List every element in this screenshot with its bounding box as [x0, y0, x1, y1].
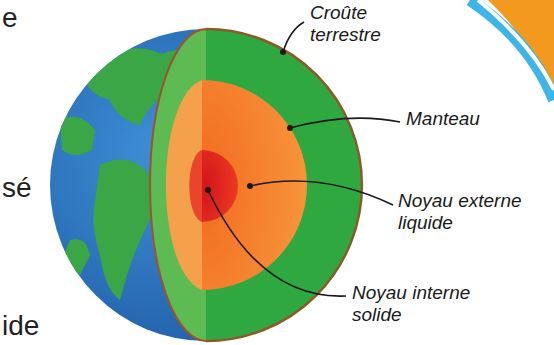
text-fragment: ide — [2, 310, 39, 342]
leader-dot — [280, 49, 286, 55]
inner-core-side — [189, 150, 202, 222]
corner-band-edge — [478, 0, 554, 90]
leader-lines — [208, 22, 400, 296]
part-label: Manteau — [406, 108, 546, 130]
leader-dots — [205, 49, 293, 193]
section-side — [150, 29, 206, 341]
leader-dot — [205, 187, 211, 193]
leader-line — [283, 22, 304, 52]
leader-line — [208, 190, 346, 296]
leader-line — [250, 181, 393, 205]
globe-ocean — [50, 29, 362, 341]
text-fragment: sé — [2, 172, 32, 204]
inner-core — [202, 150, 238, 222]
leader-line — [290, 118, 400, 128]
part-label: Croûte terrestre — [310, 2, 420, 46]
crust-edge — [150, 29, 206, 341]
text-fragment: e — [2, 2, 18, 34]
part-label: Noyau externe liquide — [398, 190, 548, 234]
corner-band — [470, 0, 554, 100]
leader-dot — [247, 183, 253, 189]
part-label: Noyau interne solide — [352, 282, 502, 326]
outer-core-side — [166, 80, 202, 290]
leader-dot — [287, 125, 293, 131]
